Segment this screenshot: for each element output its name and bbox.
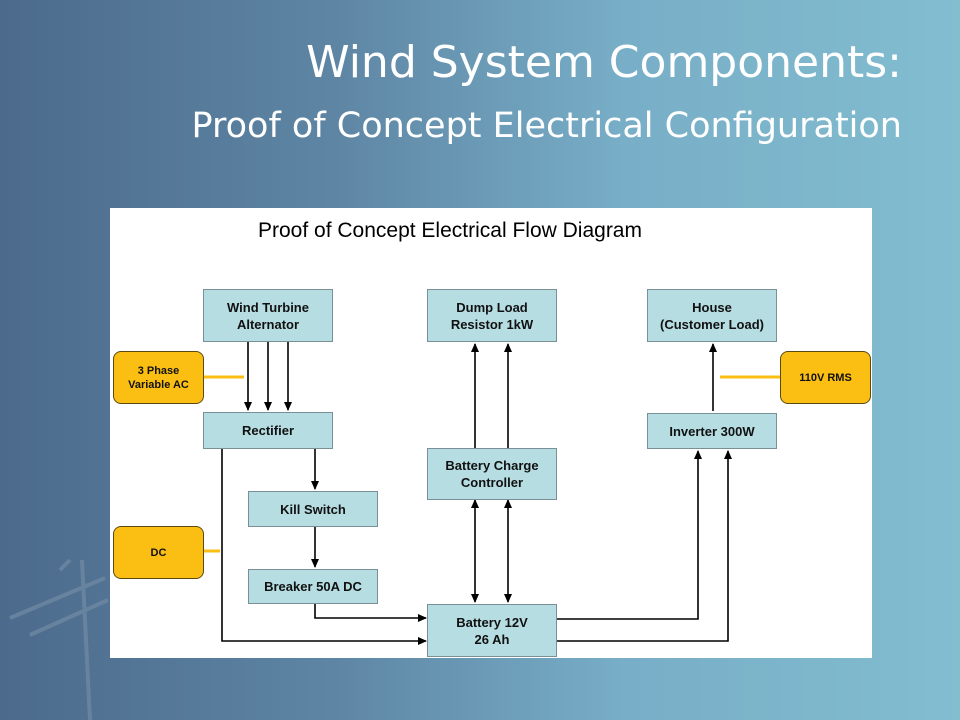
dump-load-box: Dump Load Resistor 1kW [427, 289, 557, 342]
house-box: House (Customer Load) [647, 289, 777, 342]
wind-turbine-alternator-box: Wind Turbine Alternator [203, 289, 333, 342]
battery-box: Battery 12V 26 Ah [427, 604, 557, 657]
battery-to-inverter-wire-2 [556, 450, 732, 642]
kill-switch-box: Kill Switch [248, 491, 378, 527]
battery-charge-controller-box: Battery Charge Controller [427, 448, 557, 500]
breaker-to-battery-wire [314, 604, 427, 622]
dc-label: DC [113, 526, 204, 579]
turbine-silhouette-icon [9, 558, 109, 720]
rectifier-to-battery-wire [221, 449, 427, 645]
rectifier-box: Rectifier [203, 412, 333, 449]
diagram-title: Proof of Concept Electrical Flow Diagram [258, 219, 642, 242]
slide-subtitle: Proof of Concept Electrical Configuratio… [191, 106, 902, 146]
three-phase-ac-label: 3 Phase Variable AC [113, 351, 204, 404]
battery-to-inverter-wire-1 [556, 450, 702, 620]
breaker-box: Breaker 50A DC [248, 569, 378, 604]
inverter-box: Inverter 300W [647, 413, 777, 449]
rms-label: 110V RMS [780, 351, 871, 404]
slide-title: Wind System Components: [306, 37, 902, 88]
